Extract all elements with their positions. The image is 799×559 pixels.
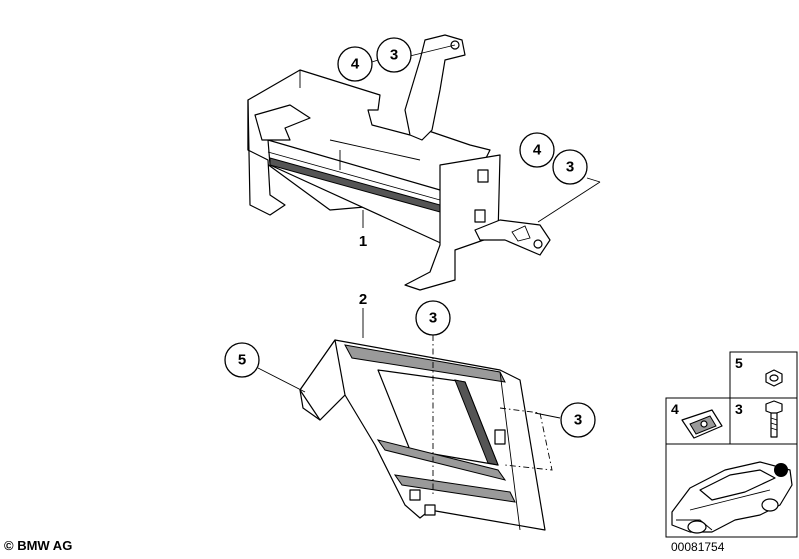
leader-3-lower-right <box>534 412 561 419</box>
svg-text:3: 3 <box>429 310 437 327</box>
clip-nut-icon <box>681 409 723 439</box>
callout-4-top: 4 <box>337 46 373 82</box>
svg-text:3: 3 <box>390 47 398 64</box>
leader-right-callouts <box>586 177 601 183</box>
callout-3-lower-right: 3 <box>560 402 596 438</box>
svg-text:3: 3 <box>574 412 582 429</box>
callout-3-top: 3 <box>376 37 412 73</box>
inset-box-screw <box>729 397 798 445</box>
svg-text:4: 4 <box>351 56 360 73</box>
callout-3-right: 3 <box>552 149 588 185</box>
nut-icon <box>765 369 783 387</box>
screw-icon <box>765 400 783 438</box>
callout-4-right: 4 <box>519 132 555 168</box>
leader-top-callouts <box>409 44 456 57</box>
svg-text:3: 3 <box>566 159 574 176</box>
location-marker <box>774 463 788 477</box>
inset-num-5: 5 <box>735 355 743 371</box>
document-number: 00081754 <box>671 540 725 554</box>
inset-num-3: 3 <box>735 401 743 417</box>
leader-4-3-top <box>371 59 379 63</box>
label-part-2: 2 <box>359 291 367 308</box>
svg-text:4: 4 <box>533 142 542 159</box>
bracket-part-2 <box>299 339 546 531</box>
leader-right-callouts-2 <box>537 181 601 223</box>
copyright-text: © BMW AG <box>4 538 73 553</box>
inset-box-nut <box>729 351 798 399</box>
dash-box-3-lower-right <box>499 407 553 471</box>
leader-5-left <box>257 367 306 393</box>
inset-panel: 5 4 3 <box>665 351 798 538</box>
label-part-1: 1 <box>359 233 367 250</box>
svg-text:5: 5 <box>238 352 246 369</box>
callout-5-left: 5 <box>224 342 260 378</box>
callout-3-mid: 3 <box>415 300 451 336</box>
bracket-part-1 <box>247 34 551 291</box>
car-location-icon <box>671 461 793 534</box>
inset-num-4: 4 <box>671 401 679 417</box>
